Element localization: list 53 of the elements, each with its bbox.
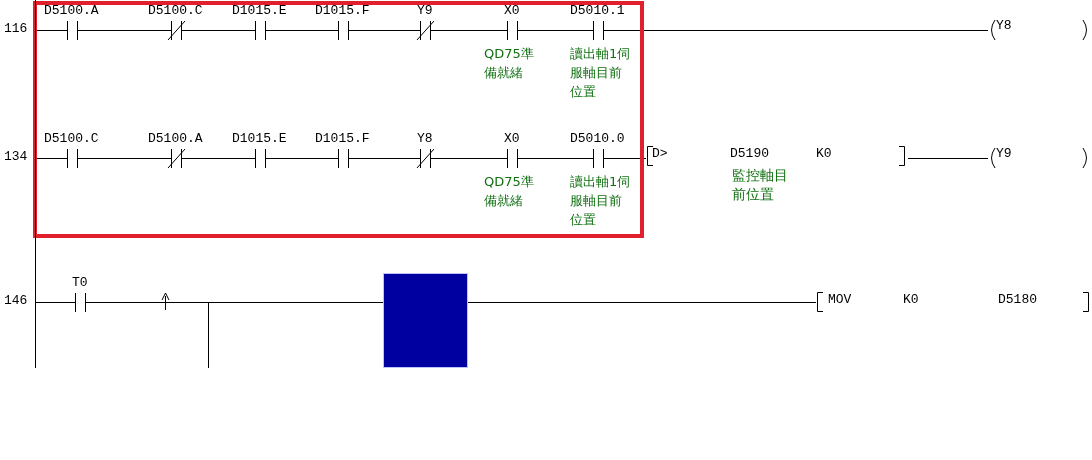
wire	[907, 158, 989, 159]
wire	[209, 30, 233, 31]
wire	[209, 158, 233, 159]
cursor-block	[383, 273, 468, 368]
wire	[458, 158, 485, 159]
wire	[376, 30, 398, 31]
wire	[113, 302, 384, 303]
wire	[458, 30, 485, 31]
operand-text: D>	[652, 147, 668, 161]
operand-text: K0	[816, 147, 832, 161]
device-label: D5010.0	[570, 132, 625, 146]
step-number: 116	[4, 22, 28, 36]
wire	[35, 158, 45, 159]
wire	[545, 158, 571, 159]
device-label: D5100.C	[148, 4, 203, 18]
wire	[293, 30, 316, 31]
step-number: 146	[4, 294, 28, 308]
wire	[293, 158, 316, 159]
device-label: D1015.E	[232, 132, 287, 146]
comment-text: QD75準備就緒	[484, 45, 535, 82]
wire	[35, 302, 53, 303]
operand-text: MOV	[828, 293, 852, 307]
comment-text: 監控軸目前位置	[732, 166, 789, 204]
wire	[105, 158, 149, 159]
wire	[631, 30, 989, 31]
device-label: D5100.A	[148, 132, 203, 146]
wire	[631, 158, 647, 159]
wire	[105, 30, 149, 31]
device-label: D1015.F	[315, 132, 370, 146]
wire	[545, 30, 571, 31]
device-label: D5100.A	[44, 4, 99, 18]
wire	[376, 158, 398, 159]
operand-text: K0	[903, 293, 919, 307]
coil-label: Y8	[996, 19, 1012, 33]
device-label: T0	[72, 276, 88, 290]
wire	[35, 30, 45, 31]
comment-text: 讀出軸1伺服軸目前位置	[570, 173, 632, 229]
operand-text: D5190	[730, 147, 769, 161]
coil-label: Y9	[996, 147, 1012, 161]
device-label: X0	[504, 132, 520, 146]
device-label: X0	[504, 4, 520, 18]
step-number: 134	[4, 150, 28, 164]
device-label: D5010.1	[570, 4, 625, 18]
highlight-frame	[33, 1, 644, 238]
device-label: Y9	[417, 4, 433, 18]
comment-text: 讀出軸1伺服軸目前位置	[570, 45, 632, 101]
operand-text: D5180	[998, 293, 1037, 307]
device-label: Y8	[417, 132, 433, 146]
comment-text: QD75準備就緒	[484, 173, 535, 210]
device-label: D5100.C	[44, 132, 99, 146]
device-label: D1015.F	[315, 4, 370, 18]
device-label: D1015.E	[232, 4, 287, 18]
wire	[467, 302, 817, 303]
